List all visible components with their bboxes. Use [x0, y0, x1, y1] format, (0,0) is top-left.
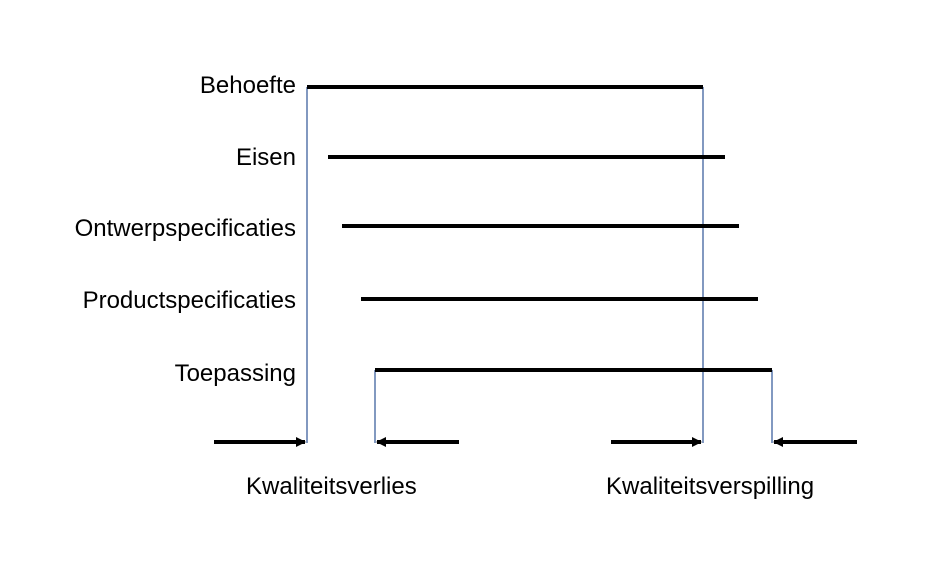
row-label-toepassing: Toepassing	[174, 360, 296, 387]
row-label-behoefte: Behoefte	[199, 72, 296, 99]
row-label-productspecificaties: Productspecificaties	[82, 287, 296, 314]
row-label-ontwerpspecificaties: Ontwerpspecificaties	[74, 215, 296, 242]
row-label-eisen: Eisen	[235, 144, 296, 171]
label-kwaliteitsverspilling: Kwaliteitsverspilling	[606, 473, 815, 500]
label-kwaliteitsverlies: Kwaliteitsverlies	[246, 473, 417, 500]
